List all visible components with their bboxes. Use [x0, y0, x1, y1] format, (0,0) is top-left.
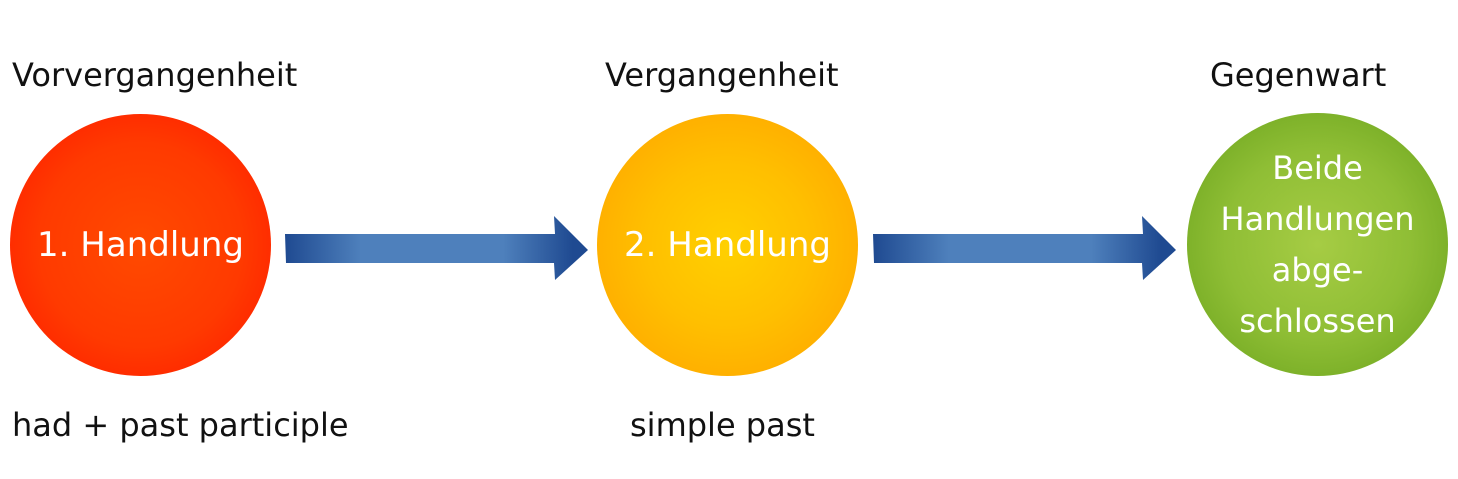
circle-first-action: 1. Handlung [10, 114, 271, 376]
heading-gegenwart: Gegenwart [1210, 56, 1387, 94]
circle-label: Beide Handlungen abge- schlossen [1221, 143, 1415, 347]
circle-line: Beide [1272, 148, 1363, 187]
circle-second-action: 2. Handlung [597, 114, 858, 376]
circle-label: 1. Handlung [37, 225, 244, 265]
arrow-right-icon [285, 216, 588, 280]
circle-line: Handlungen [1220, 199, 1415, 238]
circle-label: 2. Handlung [624, 225, 831, 265]
circle-both-completed: Beide Handlungen abge- schlossen [1187, 113, 1448, 376]
heading-vergangenheit: Vergangenheit [605, 56, 839, 94]
circle-line: schlossen [1239, 301, 1396, 340]
caption-simple-past: simple past [630, 406, 815, 444]
caption-past-perfect: had + past participle [12, 406, 349, 444]
heading-vorvergangenheit: Vorvergangenheit [12, 56, 298, 94]
circle-line: abge- [1271, 250, 1364, 289]
arrow-right-icon [873, 216, 1176, 280]
